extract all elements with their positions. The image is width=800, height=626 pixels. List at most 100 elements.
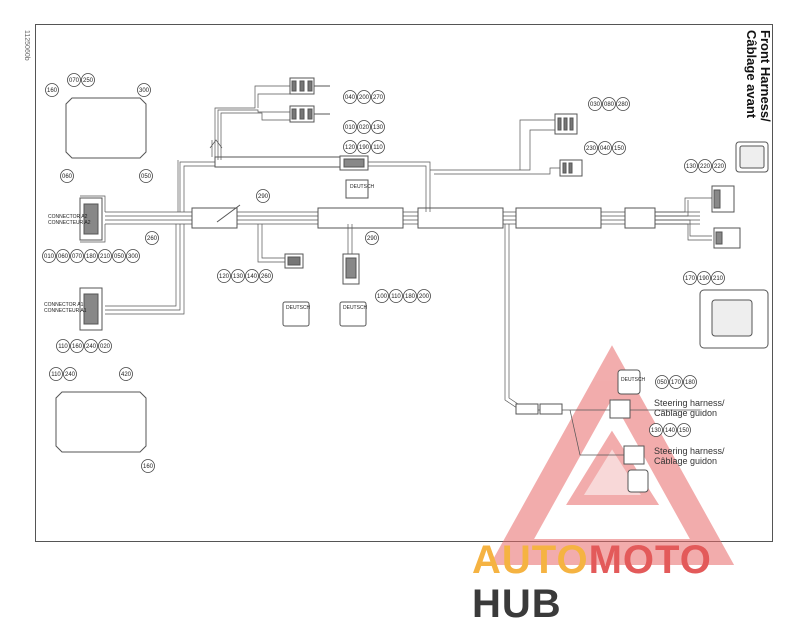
- callout-number-c130b: 130: [686, 164, 697, 170]
- callout-number-c060a: 060: [62, 174, 73, 180]
- callout-circle-c110b: [389, 289, 403, 303]
- callout-number-c210a: 210: [100, 254, 111, 260]
- connector-a2-text: CONNECTOR A2: [48, 214, 88, 220]
- callout-circle-c180a: [84, 249, 98, 263]
- callout-number-c160b: 160: [72, 344, 83, 350]
- callout-circle-c290a: [256, 189, 270, 203]
- callout-circle-c230a: [584, 141, 598, 155]
- callout-circle-c300b: [126, 249, 140, 263]
- callout-number-c300a: 300: [139, 88, 150, 94]
- callout-circle-c100a: [375, 289, 389, 303]
- callout-circle-c020b: [98, 339, 112, 353]
- callout-circle-c070b: [70, 249, 84, 263]
- callout-circle-c160a: [45, 83, 59, 97]
- callout-circle-c050a: [139, 169, 153, 183]
- callout-circle-c160c: [141, 459, 155, 473]
- callout-circle-c030a: [588, 97, 602, 111]
- callout-circle-c260b: [259, 269, 273, 283]
- callout-circle-c010b: [42, 249, 56, 263]
- callout-number-c130a: 130: [373, 125, 384, 131]
- steering-harness-label-2: Steering harness/ Câblage guidon: [654, 446, 725, 466]
- connector-a1-label: CONNECTOR A1 CONNECTEUR A1: [44, 302, 87, 314]
- callout-number-c240b: 240: [65, 372, 76, 378]
- callout-circle-c170a: [683, 271, 697, 285]
- callout-number-c100a: 100: [377, 294, 388, 300]
- diagram-title: Front Harness/ Câblage avant: [744, 30, 773, 122]
- callout-number-c110c: 110: [58, 344, 68, 350]
- deutsch-label-b: DEUTSCH: [286, 305, 311, 311]
- callout-number-c300b: 300: [128, 254, 139, 260]
- title-line-2: Câblage avant: [744, 30, 759, 119]
- steering-harness-1-line-1: Steering harness/: [654, 398, 725, 408]
- callout-number-c290b: 290: [367, 236, 378, 242]
- callout-number-c210b: 210: [713, 276, 724, 282]
- callout-number-c240a: 240: [86, 344, 97, 350]
- deutsch-label-c: DEUTSCH: [343, 305, 368, 311]
- callout-number-c140a: 140: [247, 274, 258, 280]
- callout-circle-c080a: [602, 97, 616, 111]
- callout-circle-c200a: [357, 90, 371, 104]
- callout-number-c110a: 110: [373, 145, 383, 151]
- callout-circle-c010a: [343, 120, 357, 134]
- callout-number-c170a: 170: [685, 276, 696, 282]
- callout-circle-c240b: [63, 367, 77, 381]
- callout-circle-c270a: [371, 90, 385, 104]
- callout-number-c080a: 080: [604, 102, 615, 108]
- callout-number-c070b: 070: [72, 254, 83, 260]
- steering-harness-2-line-2: Câblage guidon: [654, 456, 718, 466]
- watermark-part-1: AUTO: [472, 538, 589, 582]
- callout-number-c290a: 290: [258, 194, 269, 200]
- callout-number-c280a: 280: [618, 102, 629, 108]
- callout-circle-c220b: [712, 159, 726, 173]
- callout-number-c040a: 040: [345, 95, 356, 101]
- callout-circle-c130b: [684, 159, 698, 173]
- callout-number-c420a: 420: [121, 372, 132, 378]
- callout-circle-c040b: [598, 141, 612, 155]
- callout-number-c250a: 250: [83, 78, 94, 84]
- callout-circle-c050c: [655, 375, 669, 389]
- deutsch-label-a: DEUTSCH: [350, 184, 375, 190]
- callout-number-c160c: 160: [143, 464, 154, 470]
- callout-number-c150b: 150: [679, 428, 690, 434]
- callout-circle-c050b: [112, 249, 126, 263]
- callout-number-c110b: 110: [391, 294, 401, 300]
- callout-circle-c120a: [343, 140, 357, 154]
- callout-circle-c070a: [67, 73, 81, 87]
- callout-circle-c180c: [683, 375, 697, 389]
- callout-circle-c040a: [343, 90, 357, 104]
- steering-harness-1-line-2: Câblage guidon: [654, 408, 718, 418]
- connector-a1-fr-text: CONNECTEUR A1: [44, 308, 87, 314]
- watermark-part-3: HUB: [472, 582, 562, 626]
- callout-number-c030a: 030: [590, 102, 601, 108]
- callout-number-c180c: 180: [685, 380, 696, 386]
- callout-circle-c300a: [137, 83, 151, 97]
- callout-circle-c190b: [697, 271, 711, 285]
- callout-number-c040b: 040: [600, 146, 611, 152]
- callout-number-c220b: 220: [714, 164, 725, 170]
- callout-circle-c210a: [98, 249, 112, 263]
- diagram-frame: [35, 24, 773, 542]
- callout-circle-c250a: [81, 73, 95, 87]
- watermark-logo: AUTOMOTOHUB: [472, 538, 800, 626]
- callout-circle-c130a: [371, 120, 385, 134]
- callout-number-c130d: 130: [651, 428, 662, 434]
- callout-number-c070a: 070: [69, 78, 80, 84]
- title-line-1: Front Harness/: [758, 30, 773, 122]
- callout-circle-c110d: [49, 367, 63, 381]
- callout-number-c050a: 050: [141, 174, 152, 180]
- callout-number-c170b: 170: [671, 380, 682, 386]
- callout-number-c120a: 120: [345, 145, 356, 151]
- callout-number-c190a: 190: [359, 145, 370, 151]
- callout-number-c110d: 110: [51, 372, 61, 378]
- callout-number-c180a: 180: [86, 254, 97, 260]
- callout-number-c020b: 020: [100, 344, 111, 350]
- callout-number-c200a: 200: [359, 95, 370, 101]
- callout-number-c010a: 010: [345, 125, 356, 131]
- callout-circle-c220a: [698, 159, 712, 173]
- callout-number-c020a: 020: [359, 125, 370, 131]
- connector-a1-text: CONNECTOR A1: [44, 302, 84, 308]
- callout-number-c050b: 050: [114, 254, 125, 260]
- callout-number-c260b: 260: [261, 274, 272, 280]
